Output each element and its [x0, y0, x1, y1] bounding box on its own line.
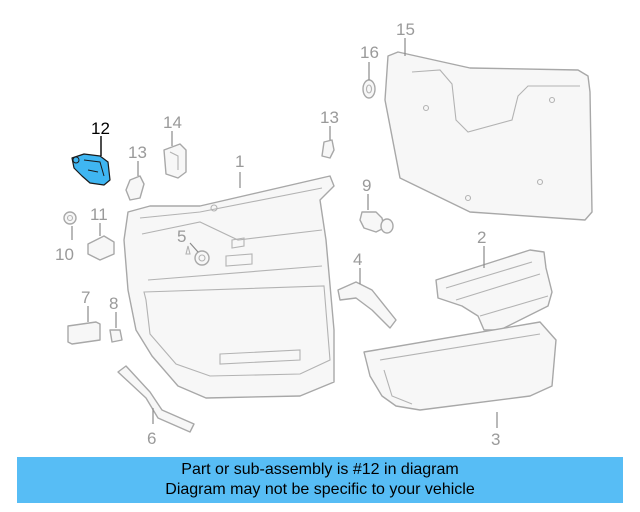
label-6: 6 — [147, 429, 156, 448]
label-1: 1 — [235, 152, 244, 171]
part-2-armrest-upper — [435, 249, 553, 331]
part-9-push-clip — [359, 211, 394, 234]
label-15: 15 — [396, 20, 415, 39]
label-7: 7 — [81, 288, 90, 307]
part-12-bracket — [71, 153, 111, 186]
label-3: 3 — [491, 430, 500, 449]
label-13-left: 13 — [128, 143, 147, 162]
label-12: 12 — [91, 119, 110, 138]
part-3-door-pocket — [363, 321, 557, 411]
label-10: 10 — [55, 245, 74, 264]
part-6-trim-strip — [117, 365, 195, 433]
part-10-fastener — [63, 211, 77, 225]
label-8: 8 — [109, 294, 118, 313]
label-11: 11 — [90, 205, 108, 224]
part-13-clip-right — [321, 139, 335, 159]
label-9: 9 — [362, 176, 371, 195]
part-5-knob — [185, 245, 210, 266]
banner-line-2: Diagram may not be specific to your vehi… — [165, 481, 475, 498]
label-4: 4 — [353, 250, 362, 269]
label-16: 16 — [360, 43, 379, 62]
part-14-trim-bracket — [163, 143, 187, 179]
part-7-switch-cover — [67, 321, 101, 345]
part-11-cover — [87, 235, 115, 261]
info-banner: Part or sub-assembly is #12 in diagram D… — [17, 457, 623, 503]
label-2: 2 — [477, 228, 486, 247]
label-13-right: 13 — [320, 108, 339, 127]
label-5: 5 — [177, 227, 186, 246]
part-15-door-backing — [384, 51, 593, 221]
label-14: 14 — [163, 113, 182, 132]
part-16-clip — [362, 79, 376, 99]
part-4-bracket — [337, 281, 397, 329]
banner-line-1: Part or sub-assembly is #12 in diagram — [181, 461, 459, 478]
parts-diagram: 15 16 12 13 14 13 1 — [55, 20, 593, 449]
part-13-clip-left — [125, 175, 145, 201]
part-1-door-trim-panel — [123, 175, 335, 399]
part-8-clip — [109, 329, 123, 343]
